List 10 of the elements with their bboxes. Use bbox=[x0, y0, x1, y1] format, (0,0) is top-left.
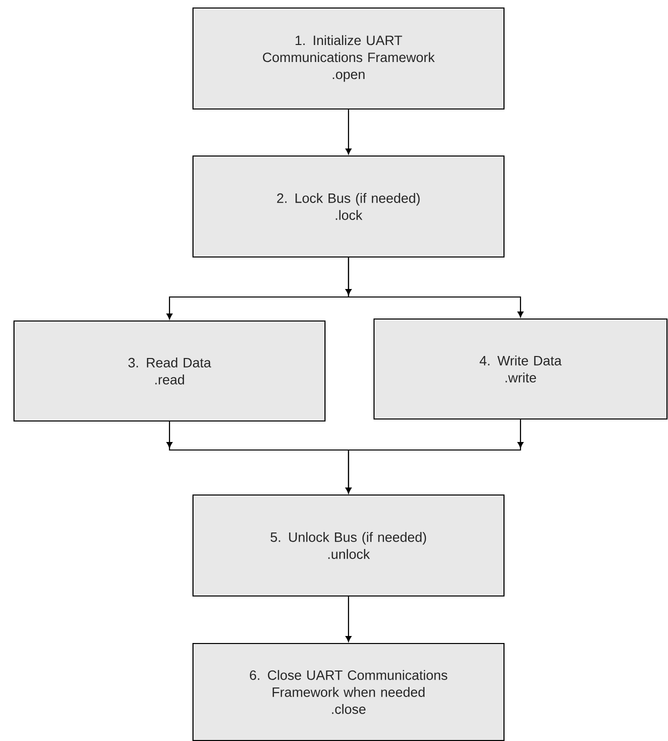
process-box: 1. Initialize UART Communications Framework .open bbox=[192, 7, 505, 110]
process-box: 2. Lock Bus (if needed) .lock bbox=[192, 155, 505, 258]
arrow bbox=[346, 258, 524, 318]
process-box: 3. Read Data .read bbox=[13, 320, 326, 422]
arrow bbox=[346, 110, 352, 154]
process-box: 5. Unlock Bus (if needed) .unlock bbox=[192, 494, 505, 597]
arrow bbox=[346, 420, 524, 494]
process-box: 6. Close UART Communications Framework when needed .close bbox=[192, 642, 505, 741]
arrow bbox=[346, 596, 352, 642]
process-box: 4. Write Data .write bbox=[373, 318, 668, 420]
